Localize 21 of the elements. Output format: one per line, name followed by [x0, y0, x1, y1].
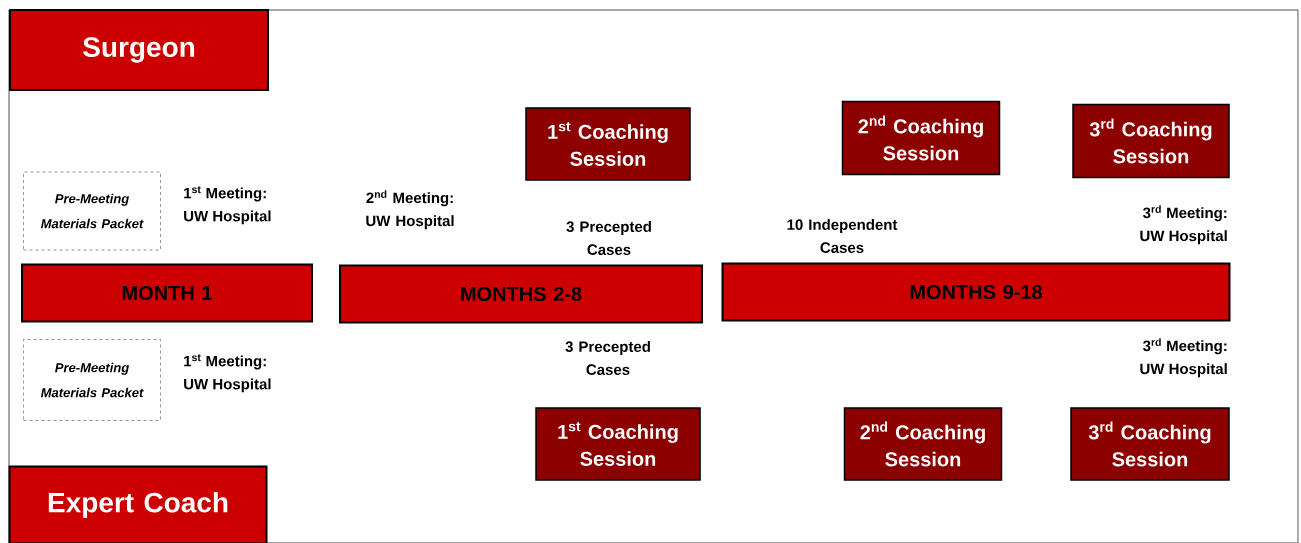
session-box: 2$^{nd}$ Coaching Session	[843, 407, 1003, 481]
phase-bar: MONTHS 2-8	[339, 264, 703, 324]
session-box: 3$^{rd}$ Coaching Session	[1070, 407, 1230, 481]
session-box: 2$^{nd}$ Coaching Session	[841, 100, 1001, 176]
case-count-note: 10 Independent Cases	[787, 219, 898, 253]
case-count-note: 3 Precepted Cases	[566, 221, 651, 255]
meeting-note: 3$^{rd}$ Meeting: UW Hospital	[1140, 338, 1227, 378]
session-box: 1$^{st}$ Coaching Session	[535, 407, 701, 481]
role-box: Surgeon	[9, 9, 269, 91]
session-box: 1$^{st}$ Coaching Session	[525, 107, 691, 181]
meeting-note: 1$^{st}$ Meeting: UW Hospital	[184, 354, 271, 393]
session-box: 3$^{rd}$ Coaching Session	[1072, 103, 1230, 179]
case-count-note: 3 Precepted Cases	[565, 341, 650, 375]
meeting-note: 2$^{nd}$ Meeting: UW Hospital	[366, 190, 454, 230]
meeting-note: 1$^{st}$ Meeting: UW Hospital	[184, 186, 271, 225]
role-box: Expert Coach	[8, 465, 268, 543]
packet-box: Pre-Meeting Materials Packet	[23, 171, 161, 251]
packet-box: Pre-Meeting Materials Packet	[23, 339, 161, 421]
meeting-note: 3$^{rd}$ Meeting: UW Hospital	[1140, 205, 1227, 245]
phase-bar: MONTH 1	[21, 263, 313, 323]
phase-bar: MONTHS 9-18	[721, 262, 1231, 322]
